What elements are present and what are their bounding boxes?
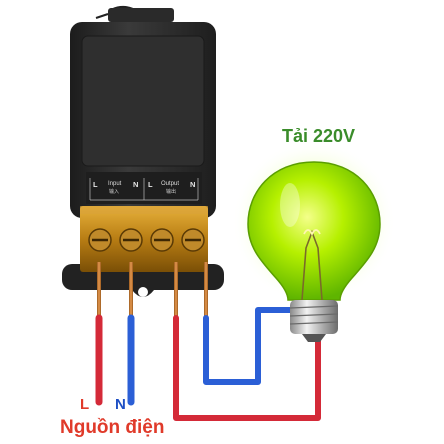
- relay-module: L Input 输入 N L Output 输出 N: [62, 22, 224, 297]
- screw-icon: [181, 228, 205, 252]
- input-L-mark: L: [93, 180, 98, 189]
- light-bulb-icon: [232, 140, 396, 342]
- live-wire-load: [173, 315, 321, 421]
- wire-N-label: N: [115, 396, 126, 413]
- terminal-block: [80, 206, 208, 272]
- output-title: Output: [161, 181, 179, 187]
- output-N-mark: N: [190, 180, 195, 189]
- neutral-wire-load: [203, 307, 295, 385]
- wire-L-label: L: [80, 396, 90, 413]
- input-N-mark: N: [133, 180, 138, 189]
- screw-icon: [88, 228, 112, 252]
- copper-ends: [97, 262, 208, 320]
- input-title: Input: [108, 181, 122, 187]
- output-cn: 输出: [166, 188, 176, 195]
- screw-icon: [150, 228, 174, 252]
- terminal-label-strip: L Input 输入 N L Output 输出 N: [86, 172, 202, 204]
- input-cn: 输入: [109, 188, 119, 195]
- load-label: Tải 220V: [282, 126, 356, 146]
- antenna-icon: [95, 5, 174, 22]
- screw-icon: [119, 228, 143, 252]
- power-source-label: Nguồn điện: [60, 417, 165, 438]
- output-L-mark: L: [148, 180, 153, 189]
